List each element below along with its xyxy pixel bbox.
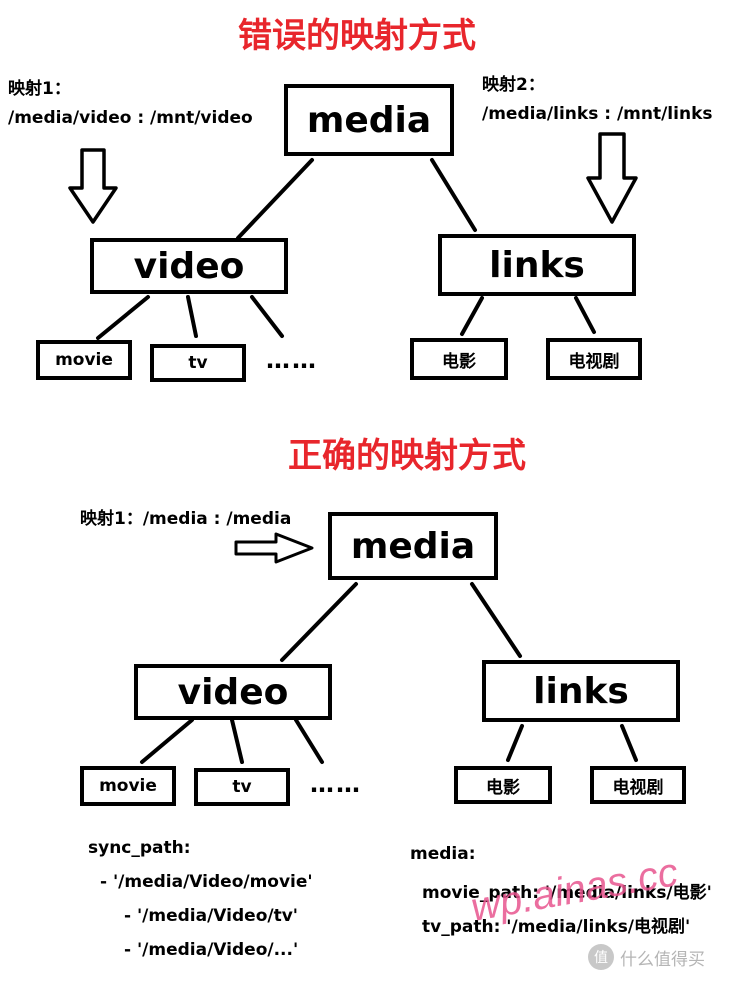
node-links-label: links xyxy=(489,244,585,286)
node-tv-2: tv xyxy=(194,768,290,806)
sync-path-item: - '/media/Video/movie' xyxy=(100,872,313,892)
edge-links-drama xyxy=(574,296,596,334)
node-movie-label: movie xyxy=(55,350,113,370)
node-links: links xyxy=(438,234,636,296)
logo-text: 什么值得买 xyxy=(620,949,705,970)
node-links-2: links xyxy=(482,660,680,722)
down-arrow-icon xyxy=(68,148,118,224)
right-mapping1-line: 映射1：/media : /media xyxy=(80,509,292,529)
right-title: 正确的映射方式 xyxy=(288,436,526,476)
node-media-2-label: media xyxy=(350,525,476,567)
node-ellipsis: …… xyxy=(266,346,318,374)
node-media-2: media xyxy=(328,512,498,580)
node-media: media xyxy=(284,84,454,156)
node-drama: 电视剧 xyxy=(546,338,642,380)
node-video-label: video xyxy=(133,245,245,287)
wrong-title: 错误的映射方式 xyxy=(238,16,476,56)
edge-links-drama-2 xyxy=(620,724,638,762)
edge-video-more xyxy=(250,295,284,338)
sync-path-item: - '/media/Video/tv' xyxy=(124,906,298,926)
wrong-mapping2-value: /media/links : /mnt/links xyxy=(482,104,713,124)
wrong-mapping1-value: /media/video : /mnt/video xyxy=(8,108,253,128)
node-movie-2: movie xyxy=(80,766,176,806)
node-film-2-label: 电影 xyxy=(486,777,520,798)
edge-links-film-2 xyxy=(506,724,524,762)
edge-video-more-2 xyxy=(294,718,324,764)
node-drama-2-label: 电视剧 xyxy=(612,777,664,798)
wrong-mapping2-label: 映射2： xyxy=(482,75,545,95)
node-movie: movie xyxy=(36,340,132,380)
wrong-mapping1-label: 映射1： xyxy=(8,79,71,99)
edge-video-movie xyxy=(96,295,150,340)
edge-media-links xyxy=(430,158,477,232)
node-film-2: 电影 xyxy=(454,766,552,804)
node-drama-label: 电视剧 xyxy=(568,351,620,372)
node-film: 电影 xyxy=(410,338,508,380)
edge-media-links-2 xyxy=(470,582,522,658)
media-config-tv-path: tv_path: '/media/links/电视剧' xyxy=(422,917,691,937)
sync-path-item: - '/media/Video/...' xyxy=(124,940,299,960)
site-logo: 值 什么值得买 xyxy=(588,944,705,970)
media-config-header: media: xyxy=(410,844,476,864)
logo-badge-icon: 值 xyxy=(588,944,614,970)
sync-path-header: sync_path: xyxy=(88,838,191,858)
node-video-2-label: video xyxy=(177,671,289,713)
node-ellipsis-2: …… xyxy=(310,770,362,798)
node-movie-2-label: movie xyxy=(99,776,157,796)
node-media-label: media xyxy=(306,99,432,141)
node-drama-2: 电视剧 xyxy=(590,766,686,804)
down-arrow-icon-2 xyxy=(586,132,638,224)
edge-links-film xyxy=(460,296,484,336)
node-tv: tv xyxy=(150,344,246,382)
right-arrow-icon xyxy=(234,532,314,564)
edge-media-video-2 xyxy=(280,582,358,662)
edge-video-tv xyxy=(186,295,198,338)
node-tv-2-label: tv xyxy=(232,777,252,797)
edge-video-movie-2 xyxy=(140,718,194,764)
edge-media-video xyxy=(236,158,314,240)
node-film-label: 电影 xyxy=(442,351,476,372)
node-video: video xyxy=(90,238,288,294)
edge-video-tv-2 xyxy=(230,718,244,764)
node-links-2-label: links xyxy=(533,670,629,712)
node-video-2: video xyxy=(134,664,332,720)
node-tv-label: tv xyxy=(188,353,208,373)
media-config-movie-path: movie_path: '/media/links/电影' xyxy=(422,883,712,903)
